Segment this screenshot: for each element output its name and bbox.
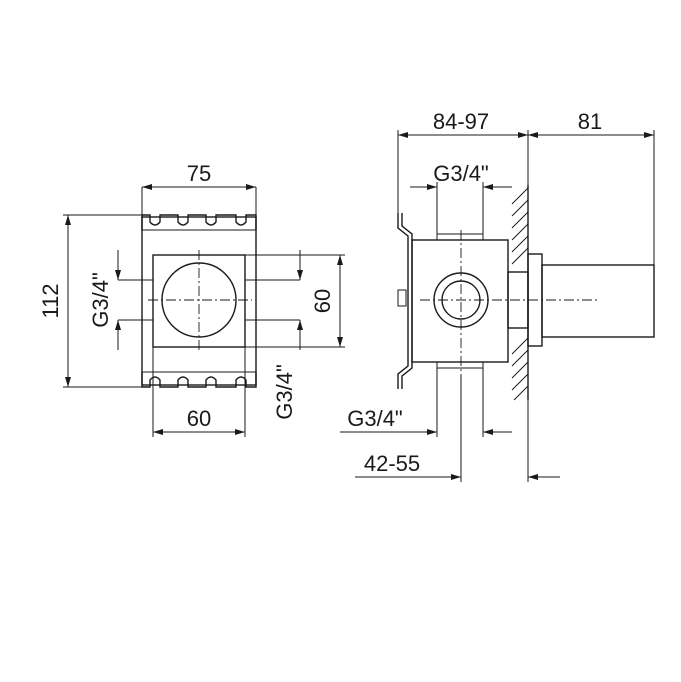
bottom-slotted-rail [141, 372, 257, 388]
dim-height-left: 112 [38, 283, 63, 318]
front-view: 75 112 G3/4" 60 G3/4" 60 [38, 161, 345, 437]
extension-tube [541, 264, 655, 338]
side-view: 84-97 81 G3/4" G3/4" 42-55 [340, 109, 655, 482]
dim-offset-range: 42-55 [364, 451, 420, 476]
wall-hatching [511, 187, 529, 401]
dim-thread-bottom: G3/4" [347, 406, 403, 431]
dim-depth-range: 84-97 [433, 109, 489, 134]
dim-width-bottom: 60 [187, 406, 211, 431]
side-valve-body [411, 239, 509, 363]
top-port-stub [436, 233, 484, 241]
dim-thread-bottom-right: G3/4" [272, 364, 297, 420]
dim-thread-left: G3/4" [88, 272, 113, 328]
dim-width-top: 75 [187, 161, 211, 186]
top-slotted-rail [141, 214, 257, 230]
bracket-knob [397, 289, 407, 307]
dim-thread-top: G3/4" [433, 161, 489, 186]
bottom-port-stub [436, 361, 484, 369]
mounting-bracket [397, 213, 413, 389]
dim-square-height: 60 [310, 289, 335, 313]
mounting-frame [141, 216, 257, 386]
dim-extension: 81 [578, 109, 602, 134]
